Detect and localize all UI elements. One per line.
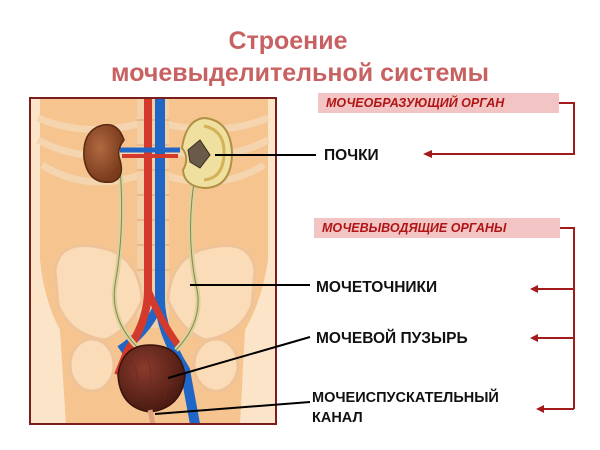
ureters-arrowhead	[530, 285, 538, 293]
label-urethra-line-2: КАНАЛ	[312, 410, 363, 426]
bladder-pointer	[167, 336, 311, 379]
bladder-arrowhead	[530, 334, 538, 342]
bladder	[117, 344, 186, 425]
label-ureters: МОЧЕТОЧНИКИ	[316, 279, 438, 296]
urethra-pointer	[154, 401, 311, 415]
label-urethra: МОЧЕИСПУСКАТЕЛЬНЫЙ КАНАЛ	[312, 388, 499, 428]
kidney-left	[83, 123, 125, 184]
title-line-2: мочевыделительной системы	[111, 59, 489, 87]
pelvis-right	[166, 244, 257, 342]
forming-bracket	[430, 102, 575, 155]
title-line-1: Строение	[228, 27, 348, 55]
kidney-right-section	[180, 116, 234, 190]
category-excreting-badge: МОЧЕВЫВОДЯЩИЕ ОРГАНЫ	[314, 218, 560, 238]
label-urethra-line-1: МОЧЕИСПУСКАТЕЛЬНЫЙ	[312, 390, 499, 406]
category-forming-badge: МОЧЕОБРАЗУЮЩИЙ ОРГАН	[318, 93, 559, 113]
urethra-arrowhead	[536, 405, 544, 413]
diagram-frame	[29, 97, 277, 425]
kidneys-arrowhead	[423, 150, 432, 158]
excreting-bracket	[536, 227, 575, 410]
label-kidneys: ПОЧКИ	[324, 147, 379, 164]
label-bladder: МОЧЕВОЙ ПУЗЫРЬ	[316, 330, 468, 347]
